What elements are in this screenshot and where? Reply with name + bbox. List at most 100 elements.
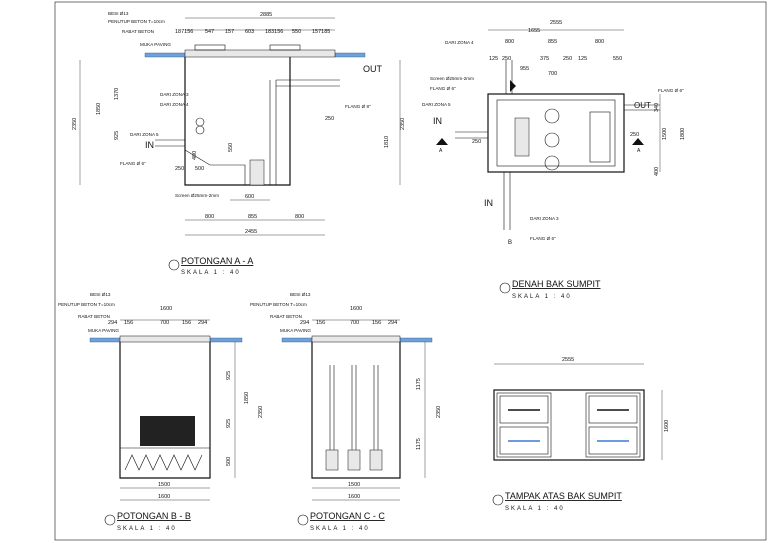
label-rabat: RABAT BETON [78,314,110,319]
riser-pipe [351,365,357,450]
discharge-chamber [589,111,611,163]
title-block-c: POTONGAN C - C SKALA 1 : 40 [297,511,385,532]
dim-a-mid: 250 [325,116,334,122]
section-arrow-a-icon [436,138,448,145]
label-besi: BESI Ø13 [108,11,129,16]
label-besi: BESI Ø13 [290,292,311,297]
top-slab [119,335,211,343]
dim-b-top: 294 [108,320,117,326]
dim-b-bottom: 1500 [158,482,170,488]
dim-denah-top: 800 [595,39,604,45]
marker-b: B [508,240,512,246]
dim-denah-top: 2555 [550,20,562,26]
label-paving: MUKA PAVING [88,328,119,333]
dim-c-top: 700 [350,320,359,326]
dim-b-side: 1850 [244,392,250,404]
screen-grate [514,117,530,157]
dim-c-top: 1600 [350,306,362,312]
scale-potongan-b: SKALA 1 : 40 [117,526,177,532]
dim-denah-top: 955 [520,66,529,72]
section-arrow-b-icon [510,80,516,92]
dim-c-bottom: 1500 [348,482,360,488]
inlet-pipe-circle [195,125,205,135]
title-block-tampak: TAMPAK ATAS BAK SUMPIT SKALA 1 : 40 [492,491,622,512]
dim-b-top: 156 [182,320,191,326]
title-potongan-b: POTONGAN B - B [117,511,191,521]
label-flang6: FLANG Ø 6" [120,161,146,166]
dim-b-bottom: 1600 [158,494,170,500]
pit-walls [184,57,291,186]
dim-a-top: 603 [245,29,254,35]
top-slab [184,49,336,58]
title-block-b: POTONGAN B - B SKALA 1 : 40 [104,511,191,532]
paving-strip [334,52,366,58]
dim-denah-right: 340 [654,103,660,112]
pump-circle [544,132,560,148]
dim-a-top-total: 2885 [260,12,272,18]
dim-denah-top: 250 [563,56,572,62]
inlet-pipe-circle [195,117,205,127]
section-a-drawing [79,17,401,236]
cover-panel [588,426,638,455]
manhole-cover [194,44,226,51]
label-penutup: PENUTUP BETON T=10cm [108,19,165,24]
title-denah: DENAH BAK SUMPIT [512,279,601,289]
title-tampak: TAMPAK ATAS BAK SUMPIT [505,491,622,501]
scale-denah: SKALA 1 : 40 [512,294,572,300]
dim-b-side: 925 [226,371,232,380]
label-flang6: FLANG Ø 6" [430,86,456,91]
dim-a-bottom: 600 [245,194,254,200]
screen-grate [140,416,195,446]
riser-pipe [329,365,335,450]
cover-panel [499,426,549,455]
pump [369,449,383,471]
label-flang6: FLANG Ø 6" [530,236,556,241]
dim-b-side: 925 [226,419,232,428]
dim-tampak-width: 2555 [562,357,574,363]
label-zona3: DARI ZONA 3 [160,92,189,97]
dim-denah-top: 800 [505,39,514,45]
dim-c-side: 1175 [416,438,422,450]
dim-a-bottom-total: 2455 [245,229,257,235]
dim-a-left: 480 [192,151,198,160]
dim-a-top: 187156 [175,29,193,35]
dim-denah-right: 250 [630,132,639,138]
manhole-cover [269,44,301,51]
title-potongan-a: POTONGAN A - A [181,256,253,266]
dim-c-top: 294 [300,320,309,326]
label-screen: Screen Ø25mm-2mm [175,193,219,198]
pump-circle [544,108,560,124]
title-block-denah: DENAH BAK SUMPIT SKALA 1 : 40 [499,279,601,300]
dim-denah-right: 1500 [662,128,668,140]
dim-a-top: 157185 [312,29,330,35]
label-paving: MUKA PAVING [280,328,311,333]
dim-c-side: 2350 [436,406,442,418]
dim-a-top: 183156 [265,29,283,35]
section-marker-icon [168,259,180,271]
title-block-a: POTONGAN A - A SKALA 1 : 40 [168,256,253,276]
outlet-pipe [276,79,340,87]
label-besi: BESI Ø13 [90,292,111,297]
dim-tampak-height: 1600 [664,420,670,432]
label-in: IN [484,198,493,208]
plan-inner [496,99,616,167]
dim-a-mid: 500 [195,166,204,172]
cover-plate [496,392,552,458]
dim-denah-top: 700 [548,71,557,77]
label-zona3: DARI ZONA 3 [530,216,559,221]
paving-strip [209,337,243,343]
dim-denah-top: 855 [548,39,557,45]
dim-denah-right: 1800 [680,128,686,140]
section-marker-icon [104,514,116,526]
label-zona4: DARI ZONA 4 [445,40,474,45]
top-view-outline [493,389,645,461]
inlet-pipe [455,131,488,139]
label-zona4: DARI ZONA 4 [160,102,189,107]
dim-denah-top: 125 [578,56,587,62]
dim-a-bottom: 855 [248,214,257,220]
pump-circle [544,155,560,171]
label-paving: MUKA PAVING [140,42,171,47]
dim-a-left: 550 [228,143,234,152]
scale-potongan-c: SKALA 1 : 40 [310,526,370,532]
